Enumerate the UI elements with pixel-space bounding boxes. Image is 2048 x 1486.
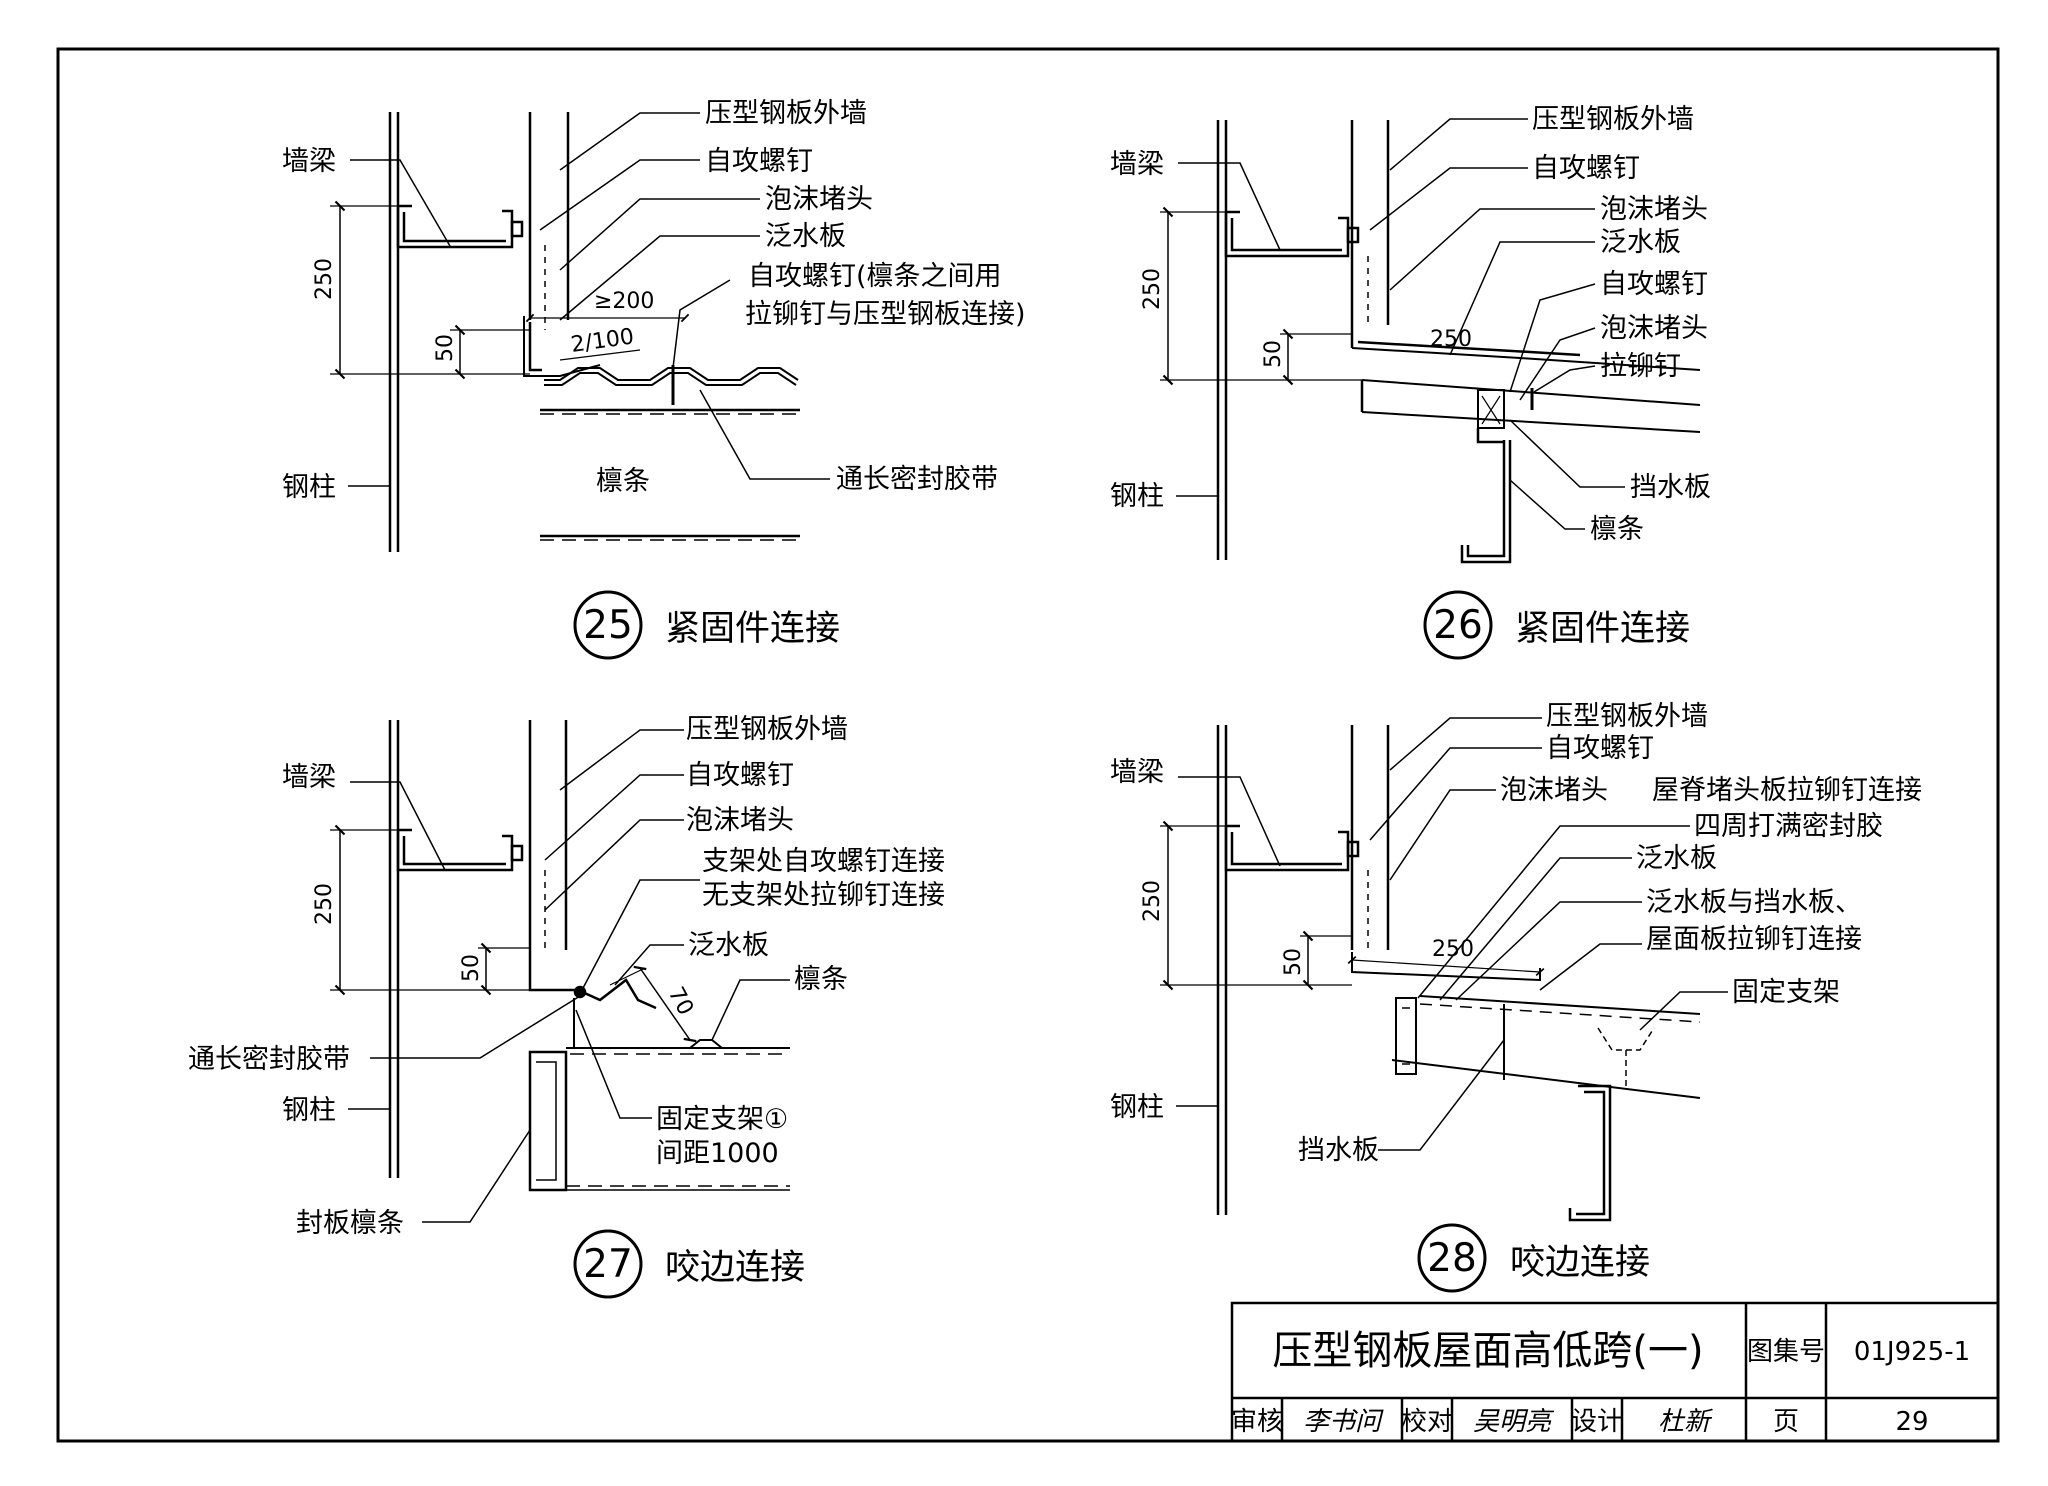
detail-caption-27: 咬边连接 bbox=[665, 1248, 805, 1288]
dim-50-28: 50 bbox=[1281, 948, 1306, 976]
label-steel-column-25: 钢柱 bbox=[282, 472, 336, 503]
label-foam-plug-26: 泡沫堵头 bbox=[1600, 194, 1708, 225]
atlas-label: 图集号 bbox=[1747, 1337, 1825, 1367]
title-block bbox=[1230, 1301, 2000, 1443]
label-spacing-27: 间距1000 bbox=[656, 1138, 779, 1169]
label-flashing-28: 泛水板 bbox=[1636, 843, 1717, 874]
label-steel-column-27: 钢柱 bbox=[282, 1095, 336, 1126]
label-wall-beam-25: 墙梁 bbox=[282, 146, 336, 177]
page-number: 29 bbox=[1895, 1407, 1928, 1437]
detail-28 bbox=[1160, 717, 1728, 1222]
label-self-tap-screw-26b: 自攻螺钉 bbox=[1600, 269, 1708, 300]
label-outer-wall-28: 压型钢板外墙 bbox=[1546, 701, 1708, 732]
dim-50-27: 50 bbox=[459, 954, 484, 982]
detail-27 bbox=[330, 720, 790, 1223]
detail-27-caption: 27 咬边连接 bbox=[573, 1229, 805, 1299]
label-bracket-note-27a: 支架处自攻螺钉连接 bbox=[702, 846, 945, 877]
label-self-tap-screw-28: 自攻螺钉 bbox=[1546, 733, 1654, 764]
check-label: 校对 bbox=[1401, 1407, 1453, 1437]
detail-number-26: 26 bbox=[1433, 603, 1483, 648]
label-flashing-26: 泛水板 bbox=[1600, 227, 1681, 258]
drawing-title: 压型钢板屋面高低跨(一) bbox=[1272, 1328, 1703, 1374]
detail-number-28: 28 bbox=[1427, 1236, 1477, 1281]
label-wall-beam-28: 墙梁 bbox=[1110, 757, 1164, 788]
dim-250b-28: 250 bbox=[1432, 937, 1474, 962]
dim-slope-25: 2/100 bbox=[569, 324, 635, 358]
dim-250-27: 250 bbox=[312, 883, 337, 925]
label-fixed-bracket-28: 固定支架 bbox=[1732, 977, 1840, 1008]
label-flashing-note-28a: 泛水板与挡水板、 bbox=[1646, 887, 1862, 918]
label-fixed-bracket-27: 固定支架① bbox=[656, 1104, 788, 1135]
sheet-border bbox=[56, 47, 2000, 1443]
label-wall-beam-27: 墙梁 bbox=[282, 762, 336, 793]
detail-25-caption: 25 紧固件连接 bbox=[573, 590, 840, 660]
dim-250b-26: 250 bbox=[1430, 327, 1472, 352]
label-sealant-tape-25: 通长密封胶带 bbox=[836, 464, 998, 495]
label-outer-wall-27: 压型钢板外墙 bbox=[686, 714, 848, 745]
label-foam-plug-28: 泡沫堵头 bbox=[1500, 775, 1608, 806]
detail-number-25: 25 bbox=[583, 603, 633, 648]
label-steel-column-28: 钢柱 bbox=[1110, 1092, 1164, 1123]
label-screw-note-25a: 自攻螺钉(檩条之间用 bbox=[748, 261, 1002, 292]
label-purlin-25: 檩条 bbox=[596, 466, 650, 497]
label-closure-purlin-27: 封板檩条 bbox=[296, 1208, 404, 1239]
dim-50-25: 50 bbox=[433, 334, 458, 362]
atlas-number: 01J925-1 bbox=[1854, 1337, 1970, 1367]
detail-26-caption: 26 紧固件连接 bbox=[1423, 590, 1690, 660]
detail-25 bbox=[330, 112, 830, 552]
label-outer-wall-25: 压型钢板外墙 bbox=[705, 98, 867, 129]
label-self-tap-screw-26: 自攻螺钉 bbox=[1532, 153, 1640, 184]
label-steel-column-26: 钢柱 bbox=[1110, 481, 1164, 512]
review-label: 审核 bbox=[1231, 1407, 1283, 1437]
detail-26 bbox=[1160, 118, 1701, 564]
label-water-stop-26: 挡水板 bbox=[1630, 472, 1711, 503]
label-ridge-note-28: 屋脊堵头板拉铆钉连接 bbox=[1652, 775, 1922, 806]
detail-28-caption: 28 咬边连接 bbox=[1417, 1223, 1650, 1293]
dim-250-28: 250 bbox=[1140, 880, 1165, 922]
review-signature: 李书问 bbox=[1303, 1407, 1384, 1437]
label-seal-note-28: 四周打满密封胶 bbox=[1694, 811, 1883, 842]
label-sealant-tape-27: 通长密封胶带 bbox=[188, 1044, 350, 1075]
detail-27-labels: 压型钢板外墙 墙梁 自攻螺钉 泡沫堵头 支架处自攻螺钉连接 无支架处拉铆钉连接 … bbox=[188, 714, 945, 1239]
detail-number-27: 27 bbox=[583, 1242, 633, 1287]
dim-250-25: 250 bbox=[312, 258, 337, 300]
label-rivet-26: 拉铆钉 bbox=[1600, 351, 1681, 382]
label-foam-plug-27: 泡沫堵头 bbox=[686, 805, 794, 836]
label-outer-wall-26: 压型钢板外墙 bbox=[1532, 104, 1694, 135]
label-water-stop-28: 挡水板 bbox=[1298, 1135, 1379, 1166]
check-signature: 吴明亮 bbox=[1473, 1407, 1555, 1437]
label-flashing-27: 泛水板 bbox=[688, 930, 769, 961]
page-label: 页 bbox=[1773, 1407, 1799, 1437]
label-bracket-note-27b: 无支架处拉铆钉连接 bbox=[702, 880, 945, 911]
label-foam-plug-25: 泡沫堵头 bbox=[765, 184, 873, 215]
design-signature: 杜新 bbox=[1658, 1407, 1714, 1437]
detail-caption-28: 咬边连接 bbox=[1510, 1243, 1650, 1283]
label-screw-note-25b: 拉铆钉与压型钢板连接) bbox=[745, 299, 1026, 330]
detail-caption-25: 紧固件连接 bbox=[665, 609, 840, 649]
detail-caption-26: 紧固件连接 bbox=[1515, 609, 1690, 649]
label-self-tap-screw-25: 自攻螺钉 bbox=[705, 146, 813, 177]
detail-26-labels: 压型钢板外墙 墙梁 自攻螺钉 泡沫堵头 泛水板 自攻螺钉 泡沫堵头 拉铆钉 钢柱… bbox=[1110, 104, 1711, 545]
detail-25-labels: 压型钢板外墙 墙梁 自攻螺钉 泡沫堵头 泛水板 自攻螺钉(檩条之间用 拉铆钉与压… bbox=[282, 98, 1026, 503]
title-block-text: 压型钢板屋面高低跨(一) 图集号 01J925-1 审核 李书问 校对 吴明亮 … bbox=[1231, 1328, 1970, 1437]
label-flashing-25: 泛水板 bbox=[765, 221, 846, 252]
label-wall-beam-26: 墙梁 bbox=[1110, 149, 1164, 180]
design-label: 设计 bbox=[1571, 1407, 1623, 1437]
label-flashing-note-28b: 屋面板拉铆钉连接 bbox=[1646, 924, 1862, 955]
label-purlin-27: 檩条 bbox=[794, 964, 848, 995]
dim-200-25: ≥200 bbox=[594, 289, 654, 314]
label-foam-plug-26b: 泡沫堵头 bbox=[1600, 313, 1708, 344]
label-purlin-26: 檩条 bbox=[1590, 514, 1644, 545]
dim-50-26: 50 bbox=[1261, 340, 1286, 368]
label-self-tap-screw-27: 自攻螺钉 bbox=[686, 760, 794, 791]
detail-28-labels: 压型钢板外墙 墙梁 自攻螺钉 泡沫堵头 屋脊堵头板拉铆钉连接 四周打满密封胶 泛… bbox=[1110, 701, 1922, 1166]
dim-250-26: 250 bbox=[1140, 268, 1165, 310]
dim-70-27: 70 bbox=[663, 983, 698, 1019]
